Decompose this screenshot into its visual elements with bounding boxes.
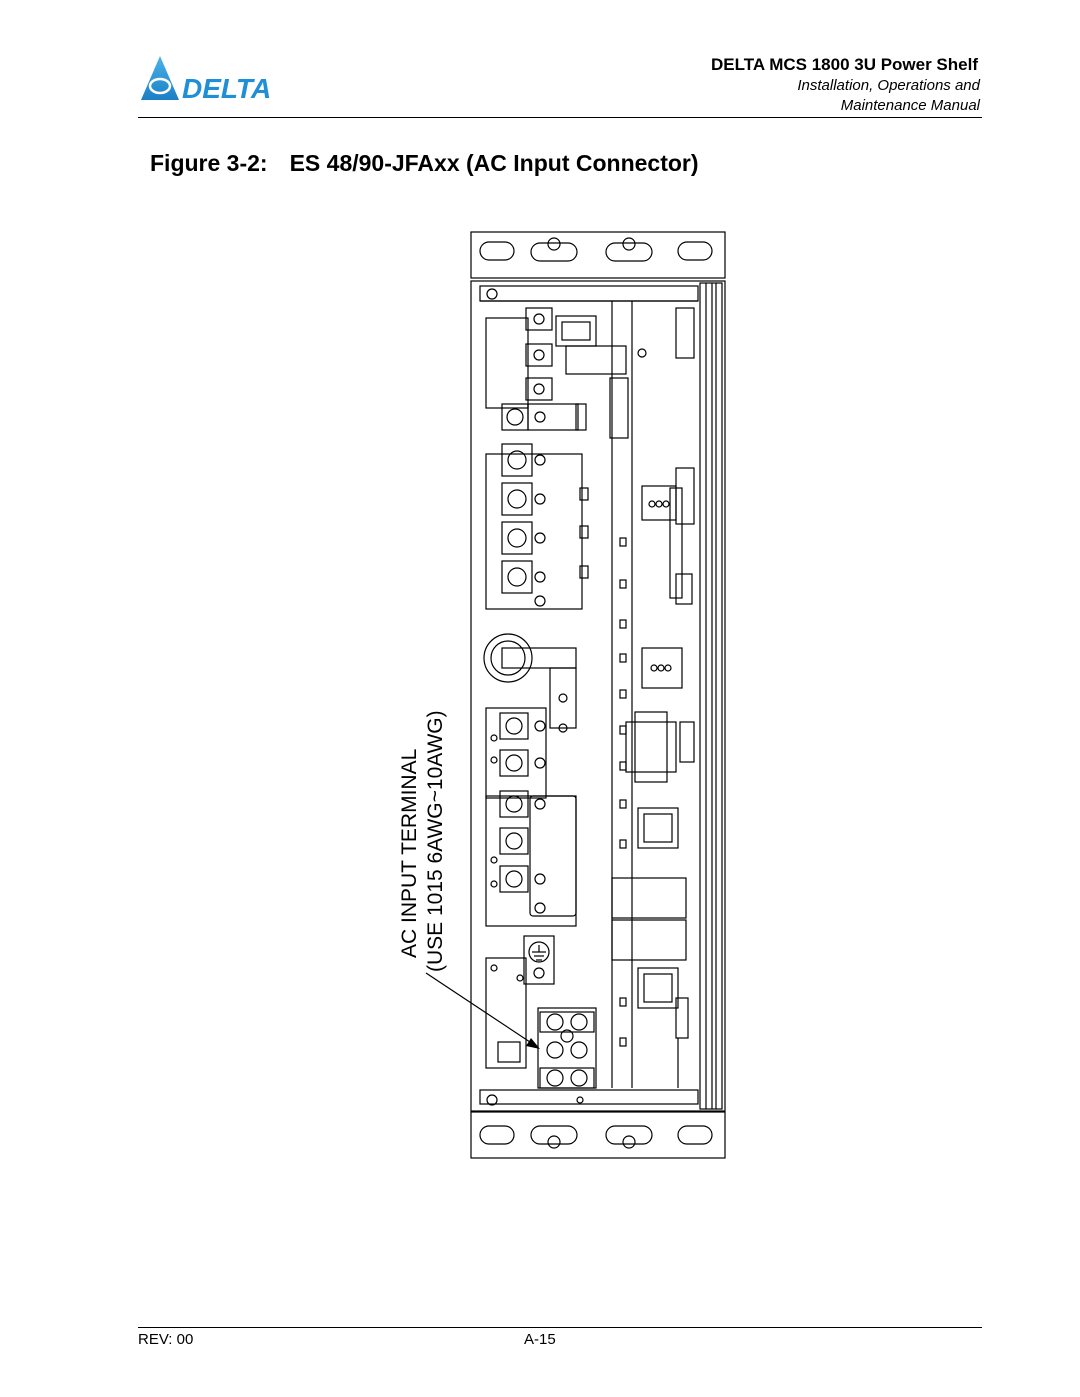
lower-ac-terminals (485, 707, 577, 927)
header-rule (138, 117, 982, 118)
logo-text: DELTA (182, 73, 271, 104)
ground-terminal (523, 935, 555, 985)
delta-logo: DELTA (141, 56, 271, 104)
callout-leader (425, 972, 540, 1049)
upper-ac-terminals (485, 443, 589, 610)
shelf-body (470, 280, 726, 1112)
power-shelf-drawing: AC INPUT TERMINAL (USE 1015 6AWG~10AWG) (398, 231, 726, 1159)
figure-title: Figure 3-2: ES 48/90-JFAxx (AC Input Conn… (150, 150, 699, 177)
manual-subtitle-line2: Maintenance Manual (840, 97, 980, 114)
product-title: DELTA MCS 1800 3U Power Shelf (710, 55, 978, 74)
top-mounting-bracket (470, 231, 726, 279)
right-component-area (611, 301, 695, 1088)
callout-ac-input-terminal: AC INPUT TERMINAL (398, 749, 421, 958)
footer-rule (138, 1327, 982, 1328)
ferrite-core (483, 633, 577, 733)
figure-label: Figure 3-2: (150, 150, 268, 176)
bottom-mounting-bracket (470, 1111, 726, 1159)
revision-label: REV: 00 (138, 1331, 194, 1348)
upper-terminal-block (485, 307, 647, 439)
figure-name: ES 48/90-JFAxx (AC Input Connector) (289, 150, 699, 176)
callout-wire-gauge: (USE 1015 6AWG~10AWG) (424, 710, 447, 972)
manual-subtitle-line1: Installation, Operations and (797, 77, 980, 94)
page-number: A-15 (524, 1331, 556, 1348)
